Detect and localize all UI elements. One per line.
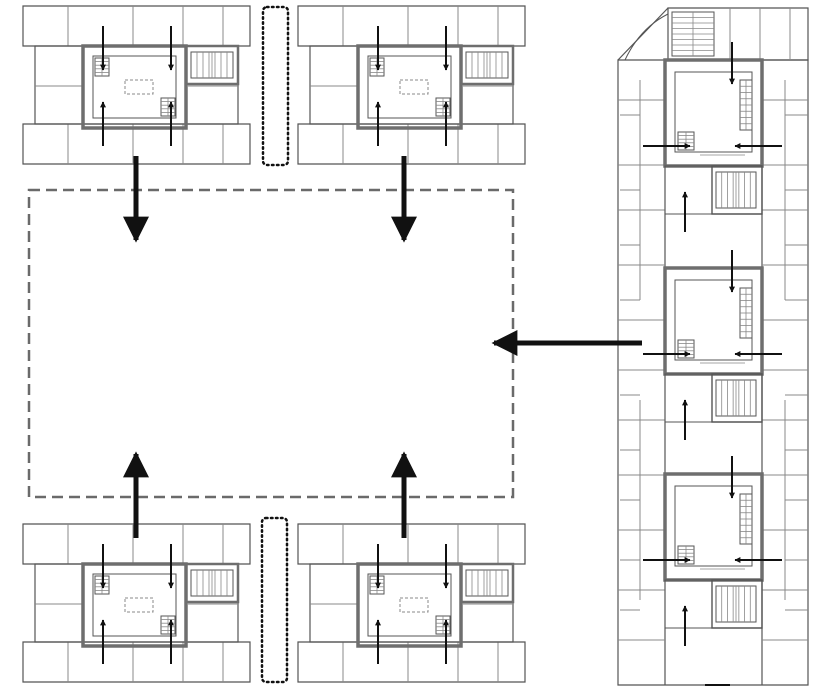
core-wall [358, 564, 461, 646]
stair [466, 570, 508, 596]
stair [740, 494, 752, 544]
central-open-space [29, 190, 513, 497]
tower-landing [665, 374, 712, 422]
module-bottom-left [23, 524, 250, 682]
tower-landing [665, 166, 712, 214]
core-wall [83, 564, 186, 646]
stair [716, 172, 756, 208]
stair [740, 288, 752, 338]
module-top-right [298, 6, 525, 164]
stair [678, 132, 694, 150]
stair [436, 98, 450, 116]
core-room [368, 574, 451, 636]
tower-stair-box [712, 580, 762, 628]
link-top [263, 7, 288, 165]
stair [191, 570, 233, 596]
building-modules [23, 6, 525, 682]
tower-stair-box [712, 166, 762, 214]
door-swing [625, 14, 668, 60]
stair [436, 616, 450, 634]
stair [466, 52, 508, 78]
main-circulation-arrows [123, 156, 642, 538]
tower-stair-box [712, 374, 762, 422]
stair [678, 546, 694, 564]
link-bottom [262, 518, 287, 682]
stair [678, 340, 694, 358]
core-room [368, 56, 451, 118]
stair [716, 586, 756, 622]
core-room [93, 56, 176, 118]
core-wall [83, 46, 186, 128]
stair [740, 80, 752, 130]
stair [191, 52, 233, 78]
stair-box [186, 46, 238, 84]
stair [161, 98, 175, 116]
module-bottom-right [298, 524, 525, 682]
stair [672, 12, 714, 56]
core-wall [358, 46, 461, 128]
tower-landing [665, 580, 712, 628]
stair-box [461, 46, 513, 84]
module-top-left [23, 6, 250, 164]
tower-block [618, 8, 808, 685]
stair [161, 616, 175, 634]
core-room [93, 574, 176, 636]
stair-box [461, 564, 513, 602]
stair [716, 380, 756, 416]
stair-box [186, 564, 238, 602]
